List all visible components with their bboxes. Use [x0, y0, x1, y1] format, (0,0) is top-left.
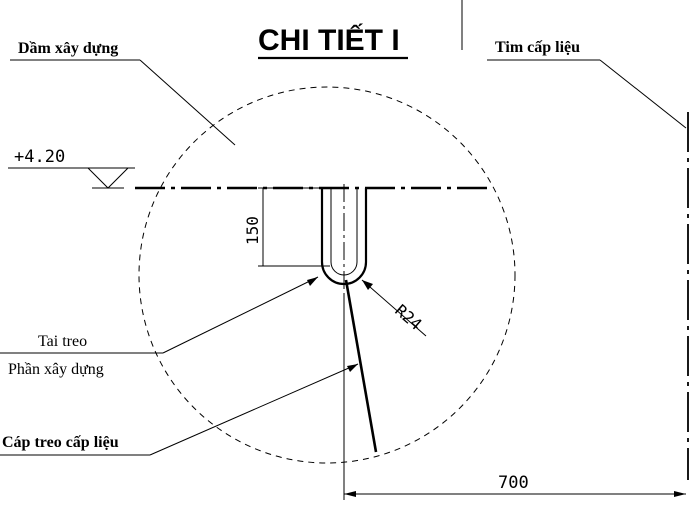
feed-axis-leader — [599, 59, 687, 129]
elevation-triangle — [87, 167, 129, 189]
lug-label: Tai treo — [38, 333, 87, 350]
dim-700-arrow-right — [674, 491, 686, 497]
radius-value: R24 — [391, 301, 425, 334]
detail-circle — [138, 86, 516, 464]
dim-700-value: 700 — [498, 473, 529, 493]
elevation-value: +4.20 — [14, 147, 65, 167]
detail-title: CHI TIẾT I — [258, 23, 400, 57]
dim-700-arrow-left — [344, 491, 356, 497]
beam-leader — [139, 59, 236, 146]
lug-leader — [162, 276, 319, 354]
feed-cable-label: Cáp treo cấp liệu — [2, 434, 119, 451]
feed-axis-label: Tim cấp liệu — [495, 39, 580, 56]
structure-part-label: Phần xây dựng — [8, 361, 104, 378]
radius-leader — [361, 279, 427, 337]
dim-150-value: 150 — [243, 216, 262, 245]
feed-cable-leader-arrow — [347, 364, 358, 372]
feed-cable-leader — [149, 363, 359, 456]
lug-leader-arrow — [307, 277, 318, 286]
cable — [344, 279, 378, 453]
radius-arrow — [362, 280, 373, 290]
beam-label: Dầm xây dựng — [18, 40, 118, 57]
